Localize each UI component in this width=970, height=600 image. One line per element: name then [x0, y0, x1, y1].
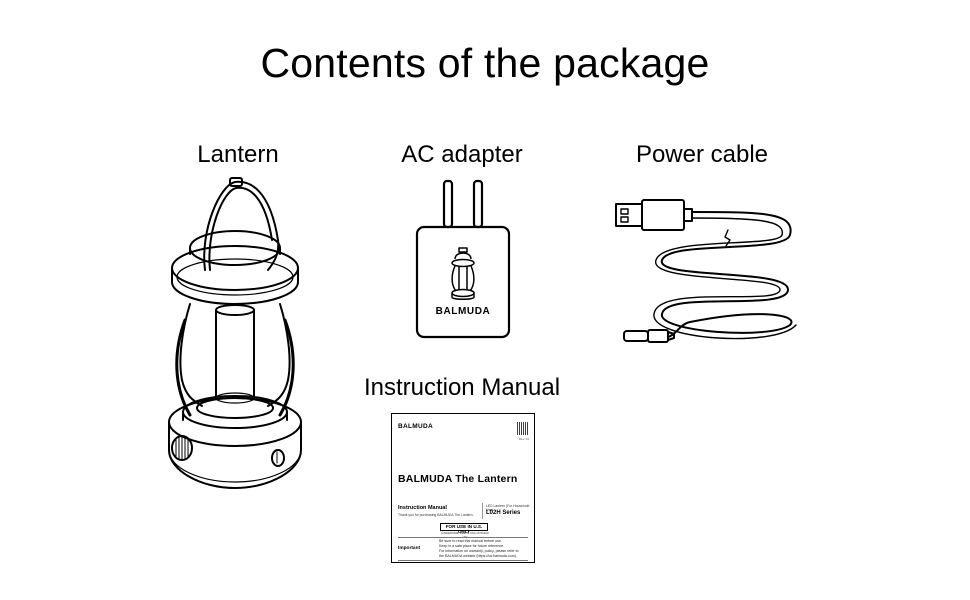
manual-revision: Rev. 01	[518, 437, 529, 441]
qr-code-icon	[517, 422, 529, 435]
for-use-subtext: (UNDERSIDE SIDE IS USA ONTARIO HE)	[441, 531, 489, 539]
lantern-illustration	[168, 177, 302, 489]
manual-note: the BALMUDA website (https://us.balmuda.…	[439, 554, 517, 558]
manual-rule	[398, 560, 528, 561]
manual-note: Keep in a safe place for future referenc…	[439, 544, 505, 548]
manual-model-description: LED Lantern (For Household Use)	[486, 504, 530, 512]
manual-heading: Instruction Manual	[398, 505, 447, 511]
manual-divider	[482, 503, 483, 519]
manual-model: L02H Series	[486, 510, 521, 516]
instruction-manual-booklet: BALMUDA Rev. 01 BALMUDA The Lantern Inst…	[391, 413, 535, 563]
ac-adapter-label: AC adapter	[401, 141, 523, 168]
power-cable-illustration	[615, 199, 797, 343]
adapter-brand: BALMUDA	[435, 306, 491, 317]
instruction-manual-label: Instruction Manual	[363, 374, 561, 401]
for-use-badge: FOR USE IN U.S. ONLY	[440, 523, 488, 534]
page-title: Contents of the package	[260, 40, 710, 86]
manual-thanks: Thank you for purchasing BALMUDA The Lan…	[398, 513, 474, 517]
manual-note: For information on warranty, policy, ple…	[439, 549, 519, 553]
manual-note: Be sure to read this manual before use.	[439, 539, 502, 543]
manual-important: Important	[398, 546, 421, 551]
manual-rule	[398, 537, 528, 538]
ac-adapter-illustration	[415, 179, 511, 339]
lantern-label: Lantern	[197, 141, 279, 168]
power-cable-label: Power cable	[635, 141, 769, 168]
manual-product-name: BALMUDA The Lantern	[398, 473, 518, 485]
manual-brand: BALMUDA	[398, 423, 433, 430]
